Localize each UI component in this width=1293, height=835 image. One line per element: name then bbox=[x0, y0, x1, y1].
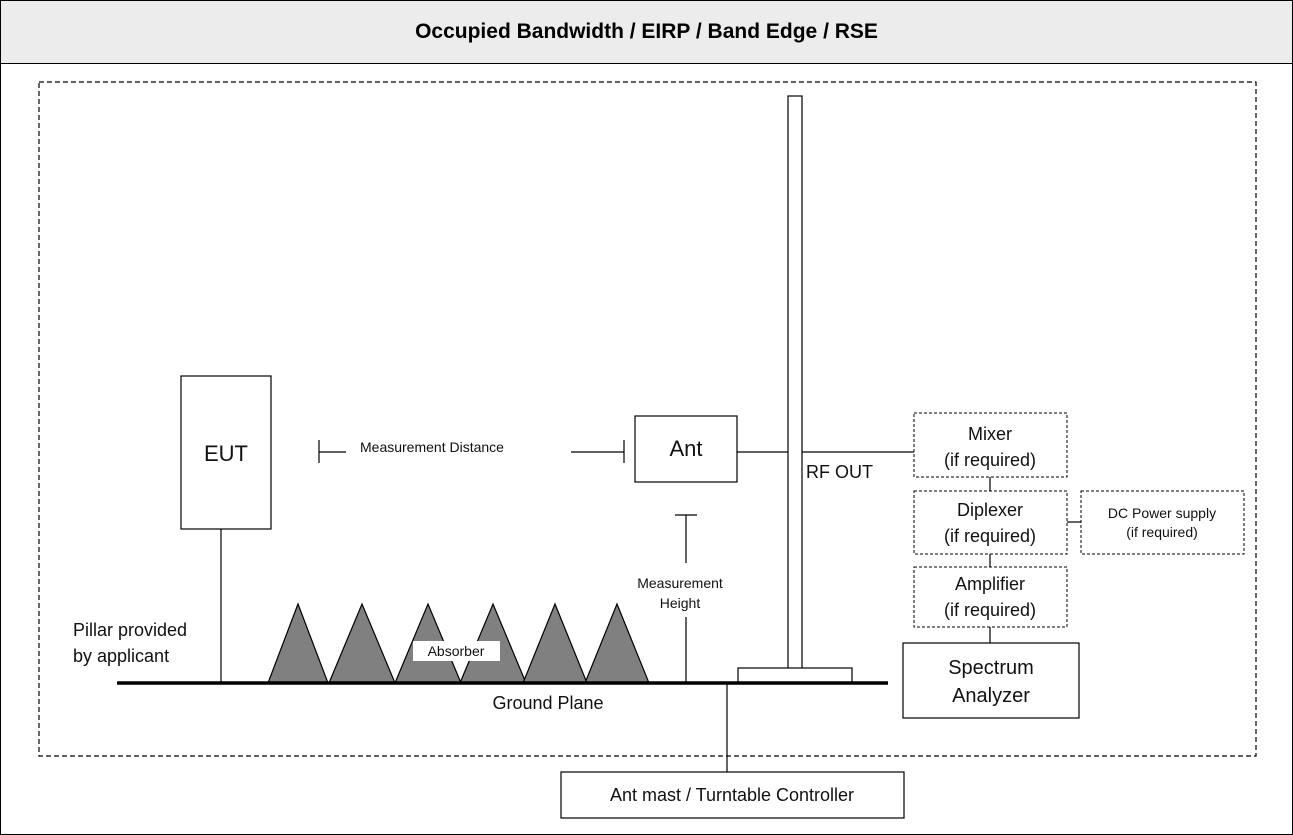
chamber-boundary bbox=[38, 81, 1257, 757]
rf-out-label: RF OUT bbox=[806, 462, 873, 482]
absorber-label: Absorber bbox=[428, 643, 485, 659]
absorber-cone bbox=[328, 602, 396, 684]
antenna-mast bbox=[787, 95, 803, 671]
amplifier-label-2: (if required) bbox=[944, 600, 1036, 620]
amplifier-label-1: Amplifier bbox=[955, 574, 1025, 594]
controller-box bbox=[560, 771, 905, 819]
absorber-cone bbox=[584, 602, 650, 684]
measurement-distance-label: Measurement Distance bbox=[360, 439, 504, 455]
spectrum-analyzer-box bbox=[902, 642, 1080, 719]
controller-label: Ant mast / Turntable Controller bbox=[610, 785, 854, 805]
spectrum-analyzer-label-2: Analyzer bbox=[952, 685, 1030, 707]
mixer-box bbox=[913, 412, 1068, 478]
mast-base bbox=[737, 667, 853, 684]
eut-label: EUT bbox=[204, 441, 248, 466]
dc-power-label-1: DC Power supply bbox=[1108, 505, 1216, 521]
measurement-height-label-1: Measurement bbox=[637, 575, 723, 591]
mixer-label-1: Mixer bbox=[968, 424, 1012, 444]
diagram-title: Occupied Bandwidth / EIRP / Band Edge / … bbox=[1, 1, 1292, 64]
spectrum-analyzer-label-1: Spectrum bbox=[948, 657, 1034, 679]
absorber-label-bg bbox=[413, 641, 500, 661]
ant-box bbox=[634, 415, 738, 483]
measurement-height-label-2: Height bbox=[660, 595, 701, 611]
mixer-label-2: (if required) bbox=[944, 450, 1036, 470]
dc-power-box bbox=[1080, 490, 1245, 555]
pillar-label-1: Pillar provided bbox=[73, 620, 187, 640]
dc-power-label-2: (if required) bbox=[1126, 524, 1198, 540]
amplifier-box bbox=[913, 566, 1068, 628]
absorber-cone bbox=[522, 602, 588, 684]
diplexer-box bbox=[913, 490, 1068, 555]
pillar-label-2: by applicant bbox=[73, 646, 169, 666]
diplexer-label-1: Diplexer bbox=[957, 500, 1023, 520]
ground-plane-label: Ground Plane bbox=[492, 693, 603, 713]
eut-box bbox=[180, 375, 272, 530]
ant-label: Ant bbox=[669, 436, 702, 461]
diplexer-label-2: (if required) bbox=[944, 526, 1036, 546]
absorber-cone bbox=[267, 602, 329, 684]
